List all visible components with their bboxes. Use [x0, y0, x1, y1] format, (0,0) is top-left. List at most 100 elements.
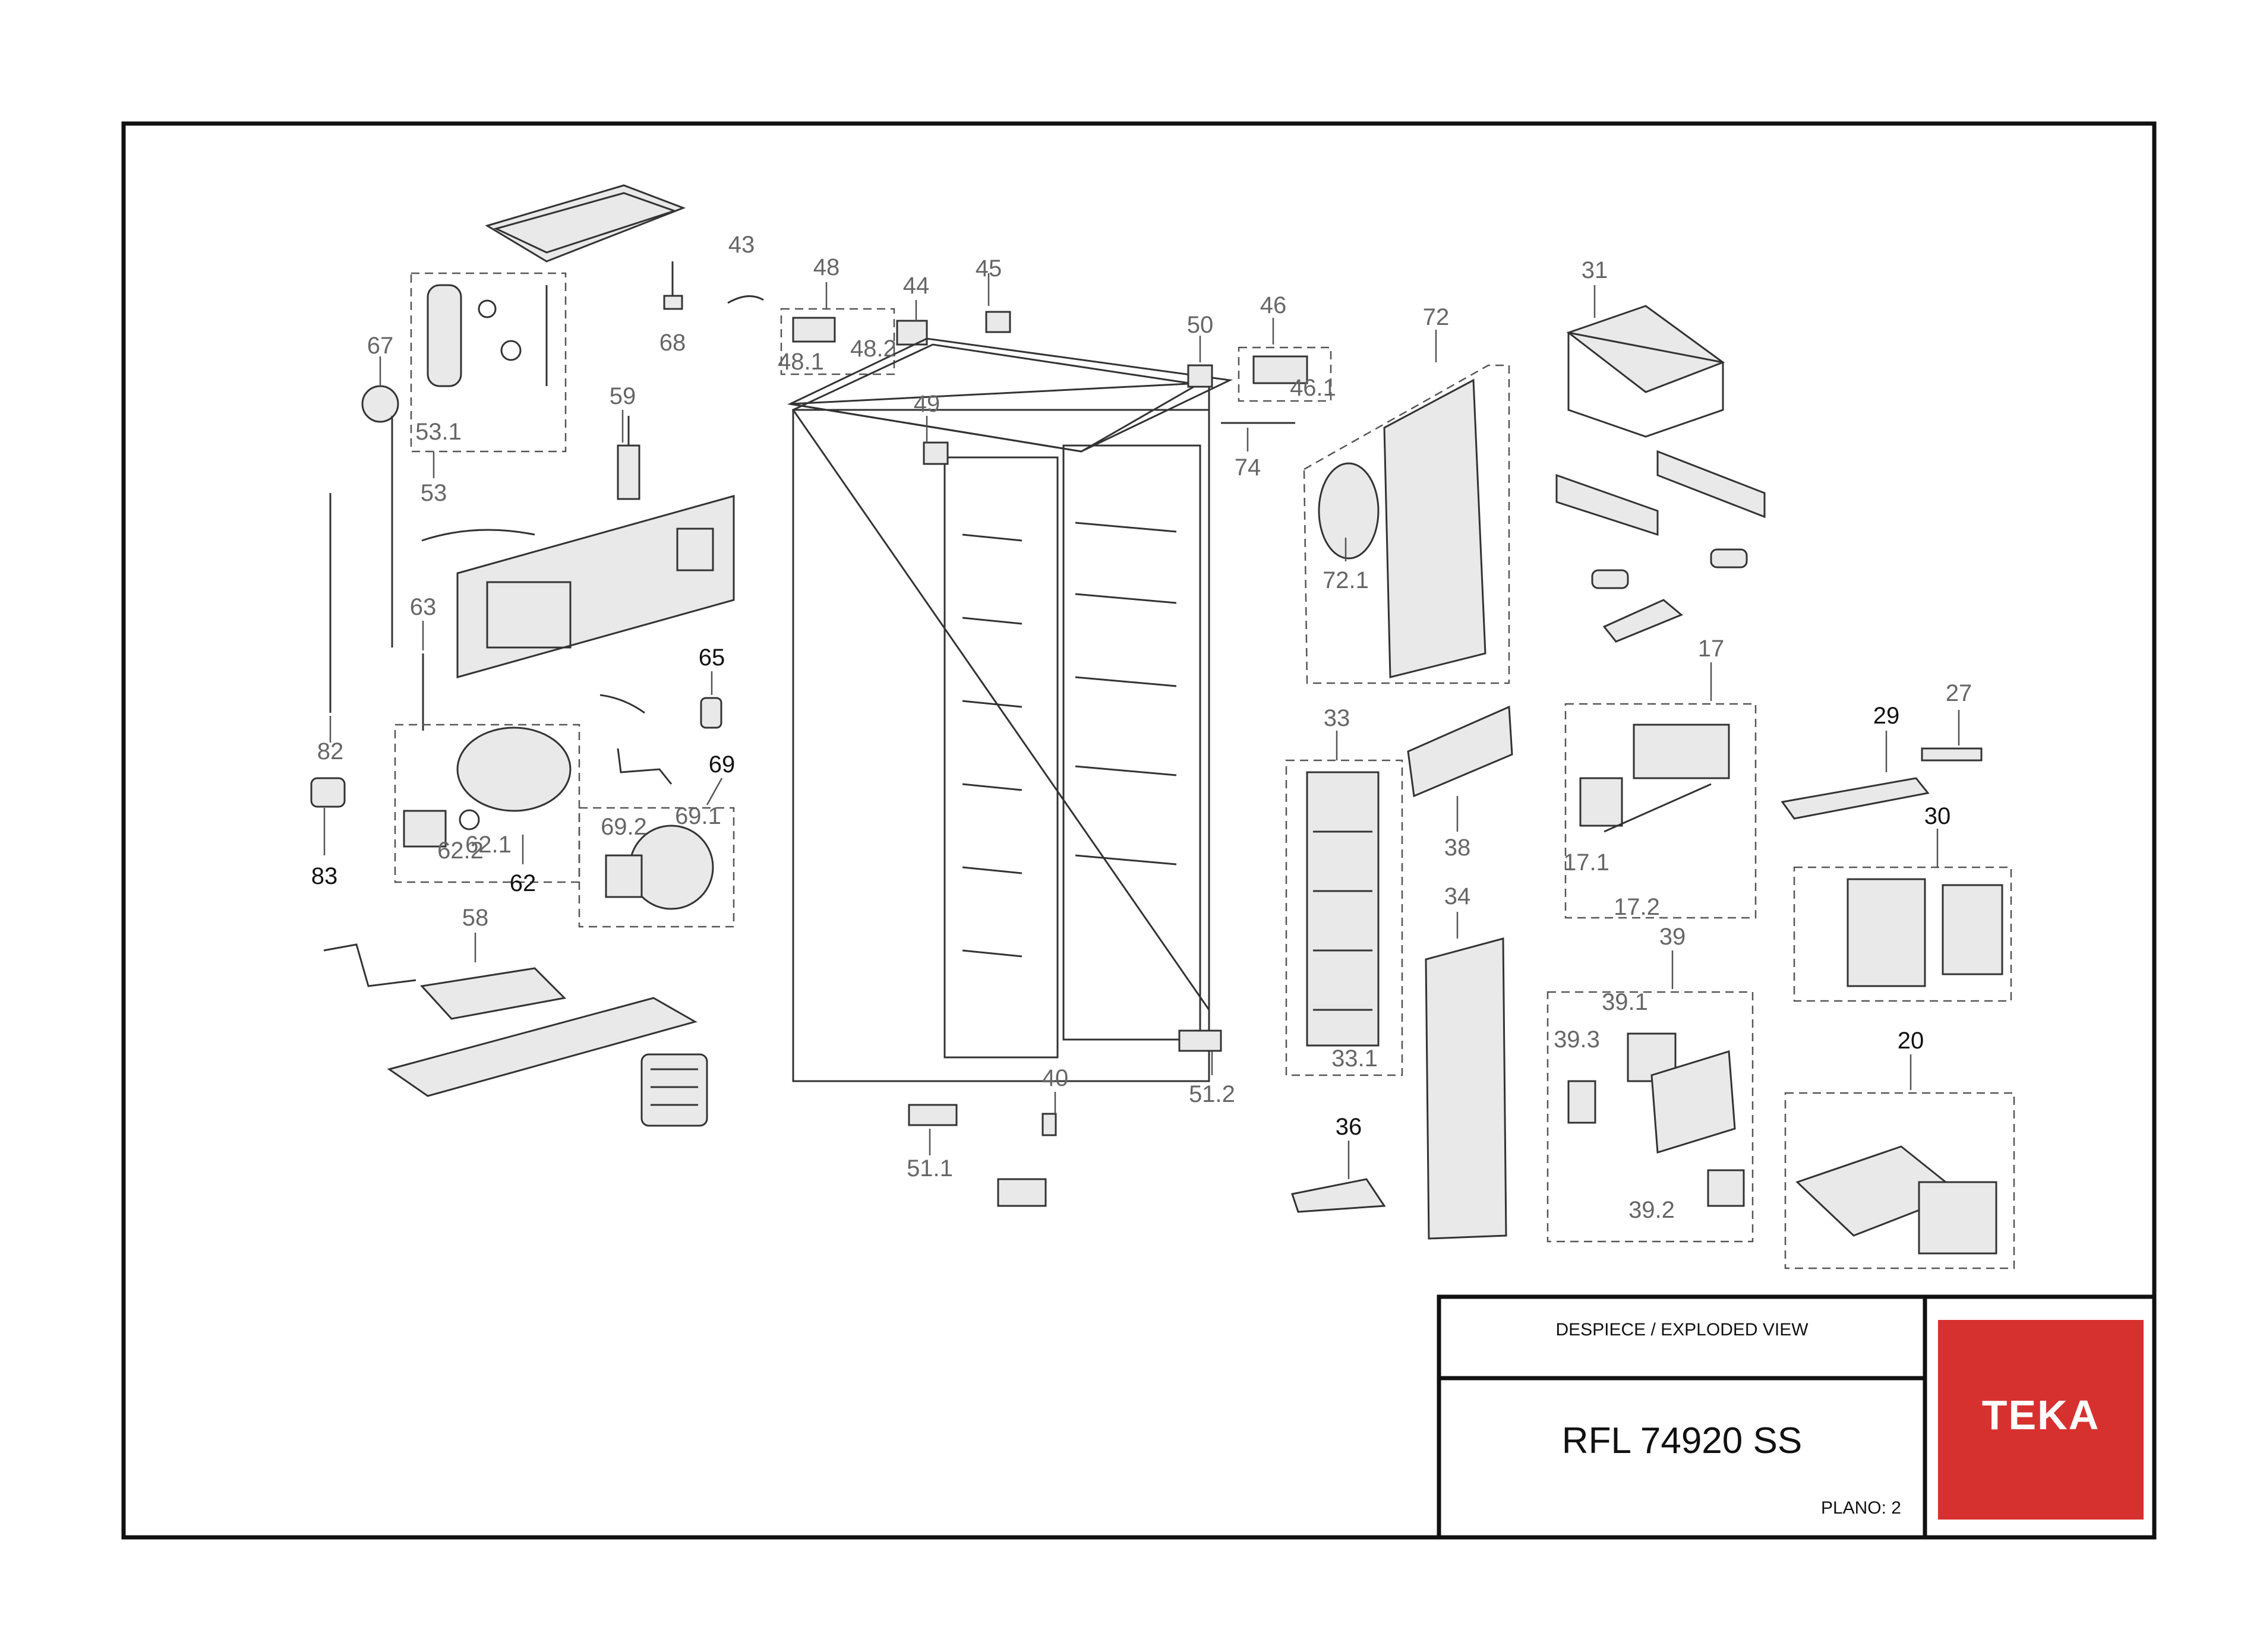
- callout-46: 46: [1260, 292, 1287, 318]
- callout-31: 31: [1582, 257, 1608, 283]
- switch-part-59: [617, 416, 640, 500]
- callout-62: 62: [510, 870, 536, 896]
- callout-69: 69: [709, 751, 736, 778]
- tube-part: [599, 694, 645, 714]
- hinge-cover-part: [997, 1178, 1047, 1207]
- title-block-caption: DESPIECE / EXPLODED VIEW: [1555, 1320, 1808, 1340]
- cover-part-29: [1781, 777, 1930, 820]
- callout-48-2: 48.2: [850, 336, 897, 362]
- evaporator-group-33: [1285, 759, 1403, 1076]
- ice-maker-group-17: [1564, 703, 1757, 919]
- rail-part: [1555, 473, 1659, 536]
- callout-49: 49: [914, 391, 940, 417]
- drawing-frame: [121, 121, 2157, 1540]
- brand-logo-text: TEKA: [1981, 1392, 2100, 1438]
- callout-63: 63: [410, 594, 437, 620]
- air-duct-group-72: [1303, 364, 1510, 684]
- callout-40: 40: [1042, 1065, 1069, 1091]
- callout-83: 83: [311, 863, 338, 889]
- rail-part: [1656, 450, 1766, 519]
- callout-65: 65: [699, 645, 725, 671]
- callout-69-1: 69.1: [675, 803, 721, 829]
- bracket-part-45: [985, 311, 1011, 333]
- part-27: [1921, 747, 1983, 762]
- control-board-part: [485, 184, 686, 263]
- model-number: RFL 74920 SS: [1561, 1420, 1803, 1461]
- callout-72-1: 72.1: [1323, 567, 1369, 593]
- callout-17-2: 17.2: [1614, 894, 1660, 920]
- auger-group-20: [1784, 1092, 2015, 1269]
- base-plate-part: [387, 997, 697, 1097]
- callout-58: 58: [462, 905, 489, 931]
- callout-39-1: 39.1: [1602, 989, 1648, 1015]
- callout-72: 72: [1423, 304, 1450, 330]
- panel-part-34: [1425, 937, 1507, 1240]
- callout-53-1: 53.1: [415, 419, 462, 445]
- callout-46-1: 46.1: [1290, 375, 1336, 401]
- shelf-part-31: [1566, 305, 1725, 438]
- callout-48: 48: [813, 254, 840, 280]
- callout-74: 74: [1235, 454, 1261, 481]
- compressor-group-62: [394, 724, 580, 883]
- callout-50: 50: [1187, 312, 1214, 338]
- power-cord-part: [421, 529, 535, 542]
- title-block-frame: [1437, 1294, 2154, 1537]
- callout-69-2: 69.2: [601, 814, 647, 840]
- callout-68: 68: [659, 330, 686, 356]
- callout-30: 30: [1924, 803, 1951, 829]
- callout-17-1: 17.1: [1563, 849, 1609, 876]
- callout-39: 39: [1659, 924, 1686, 950]
- thermostat-part-67: [361, 385, 399, 647]
- hinge-part-50: [1187, 364, 1213, 388]
- tray-part-58: [323, 943, 567, 1020]
- callout-43: 43: [728, 232, 755, 258]
- deflector-part: [1602, 599, 1683, 643]
- callout-45: 45: [976, 255, 1002, 282]
- shelf-part-36: [1291, 1178, 1386, 1213]
- rear-cover-panel: [456, 495, 735, 678]
- part-65: [700, 697, 722, 729]
- callout-34: 34: [1444, 883, 1471, 909]
- callout-39-2: 39.2: [1628, 1197, 1675, 1223]
- callout-27: 27: [1946, 680, 1972, 706]
- bracket-group-48: [780, 308, 895, 375]
- heater-part-38: [1407, 705, 1513, 798]
- callout-48-1: 48.1: [778, 349, 824, 375]
- clip-part: [1710, 548, 1748, 568]
- callout-59: 59: [610, 383, 636, 409]
- callout-62-1: 62.1: [465, 832, 512, 858]
- leader-lines: [323, 273, 1960, 1179]
- callout-51-1: 51.1: [907, 1155, 953, 1182]
- callout-36: 36: [1336, 1114, 1362, 1140]
- clip-part: [1591, 569, 1629, 589]
- callout-33-1: 33.1: [1331, 1045, 1378, 1072]
- callout-44: 44: [903, 273, 930, 299]
- wire-part-43: [727, 295, 764, 304]
- callout-82: 82: [317, 738, 344, 765]
- hinge-part-51-2: [1178, 1029, 1222, 1052]
- callout-33: 33: [1324, 705, 1350, 731]
- callout-38: 38: [1444, 835, 1471, 861]
- sensor-part-68: [663, 261, 683, 310]
- callout-17: 17: [1698, 636, 1725, 662]
- hinge-part-51-1: [908, 1104, 958, 1126]
- callout-53: 53: [421, 480, 447, 506]
- fan-group-69: [578, 807, 735, 928]
- part-40: [1041, 1113, 1057, 1136]
- plan-number: PLANO: 2: [1820, 1498, 1901, 1518]
- callout-67: 67: [367, 333, 394, 359]
- callout-62-2: 62.2: [437, 838, 484, 864]
- callout-29: 29: [1873, 703, 1900, 729]
- hinge-part-49: [923, 441, 949, 465]
- dispenser-group-30: [1793, 866, 2012, 1002]
- tube-part: [617, 748, 673, 785]
- callout-51-2: 51.2: [1189, 1081, 1235, 1107]
- connector-part-83: [310, 777, 346, 808]
- light-group-46: [1238, 346, 1332, 402]
- brand-logo: TEKA: [1938, 1320, 2144, 1520]
- refrigerator-cabinet: [787, 337, 1233, 1082]
- callout-20: 20: [1898, 1028, 1924, 1054]
- dispenser-motor-group-39: [1546, 991, 1754, 1243]
- filter-group-53: [410, 272, 567, 453]
